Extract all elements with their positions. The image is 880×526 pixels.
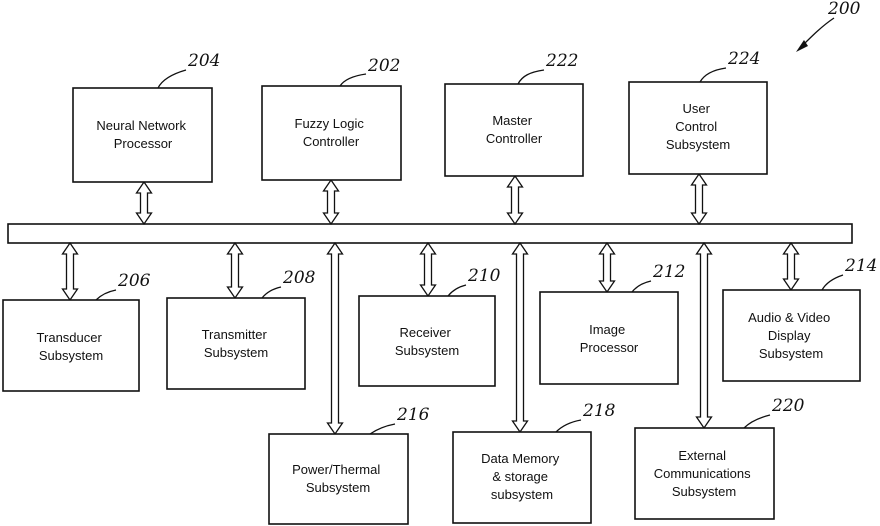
block-image-processor: Image Processor 212 xyxy=(540,262,685,384)
block-line: Subsystem xyxy=(306,480,370,495)
bidirectional-arrow xyxy=(600,243,615,292)
bidirectional-arrow xyxy=(697,243,712,428)
ref-label: 212 xyxy=(652,262,685,282)
block-neural-network-processor: Neural Network Processor 204 xyxy=(73,51,220,182)
block-line: Data Memory xyxy=(481,451,560,466)
block-external-communications-subsystem: External Communications Subsystem 220 xyxy=(635,396,805,519)
ref-label: 224 xyxy=(727,49,760,69)
block-line: Controller xyxy=(486,131,543,146)
block-fuzzy-logic-controller: Fuzzy Logic Controller 202 xyxy=(262,56,401,180)
block-line: Subsystem xyxy=(759,346,823,361)
block-line: Subsystem xyxy=(666,137,730,152)
block-line: User xyxy=(682,101,710,116)
bidirectional-arrow xyxy=(513,243,528,432)
block-user-control-subsystem: User Control Subsystem 224 xyxy=(629,49,767,174)
ref-label: 210 xyxy=(467,266,501,286)
block-line: Display xyxy=(768,328,811,343)
block-line: Subsystem xyxy=(395,343,459,358)
block-line: subsystem xyxy=(491,487,553,502)
bidirectional-arrow xyxy=(228,243,243,298)
block-line: Communications xyxy=(654,466,751,481)
figure-ref-label: 200 xyxy=(827,0,861,19)
block-master-controller: Master Controller 222 xyxy=(445,51,583,176)
ref-label: 216 xyxy=(396,405,430,425)
block-line: Audio & Video xyxy=(748,310,830,325)
block-line: Processor xyxy=(114,136,173,151)
bidirectional-arrow xyxy=(137,182,152,224)
block-line: & storage xyxy=(492,469,548,484)
ref-label: 204 xyxy=(187,51,220,71)
block-line: Transmitter xyxy=(202,327,268,342)
ref-label: 222 xyxy=(545,51,578,71)
block-line: Master xyxy=(492,113,532,128)
ref-label: 218 xyxy=(582,401,616,421)
block-line: Power/Thermal xyxy=(292,462,380,477)
bidirectional-arrow xyxy=(508,176,523,224)
block-line: Control xyxy=(675,119,717,134)
bidirectional-arrow xyxy=(692,174,707,224)
svg-text:Data Memory & storage: Data Memory & storage subsystem xyxy=(481,451,563,502)
block-line: Image xyxy=(589,322,625,337)
ref-label: 206 xyxy=(117,271,151,291)
block-line: Controller xyxy=(303,134,360,149)
block-line: Receiver xyxy=(400,325,452,340)
bidirectional-arrow xyxy=(421,243,436,296)
ref-label: 214 xyxy=(844,256,877,276)
ref-label: 220 xyxy=(771,396,805,416)
figure-ref-arrow xyxy=(796,18,834,52)
block-line: Neural Network xyxy=(96,118,186,133)
block-line: Subsystem xyxy=(39,348,103,363)
block-line: Fuzzy Logic xyxy=(295,116,365,131)
bidirectional-arrow xyxy=(324,180,339,224)
block-data-memory-storage-subsystem: Data Memory & storage subsystem 218 xyxy=(453,401,616,523)
block-line: External xyxy=(678,448,726,463)
block-power-thermal-subsystem: Power/Thermal Subsystem 216 xyxy=(269,405,430,524)
bidirectional-arrow xyxy=(63,243,78,300)
bidirectional-arrow xyxy=(784,243,799,290)
block-line: Transducer xyxy=(37,330,103,345)
system-bus xyxy=(8,224,852,243)
ref-label: 208 xyxy=(282,268,316,288)
block-audio-video-display-subsystem: Audio & Video Display Subsystem 214 xyxy=(723,256,877,381)
block-transmitter-subsystem: Transmitter Subsystem 208 xyxy=(167,268,316,389)
ref-label: 202 xyxy=(367,56,400,76)
bidirectional-arrow xyxy=(328,243,343,434)
block-line: Subsystem xyxy=(204,345,268,360)
block-line: Processor xyxy=(580,340,639,355)
block-line: Subsystem xyxy=(672,484,736,499)
